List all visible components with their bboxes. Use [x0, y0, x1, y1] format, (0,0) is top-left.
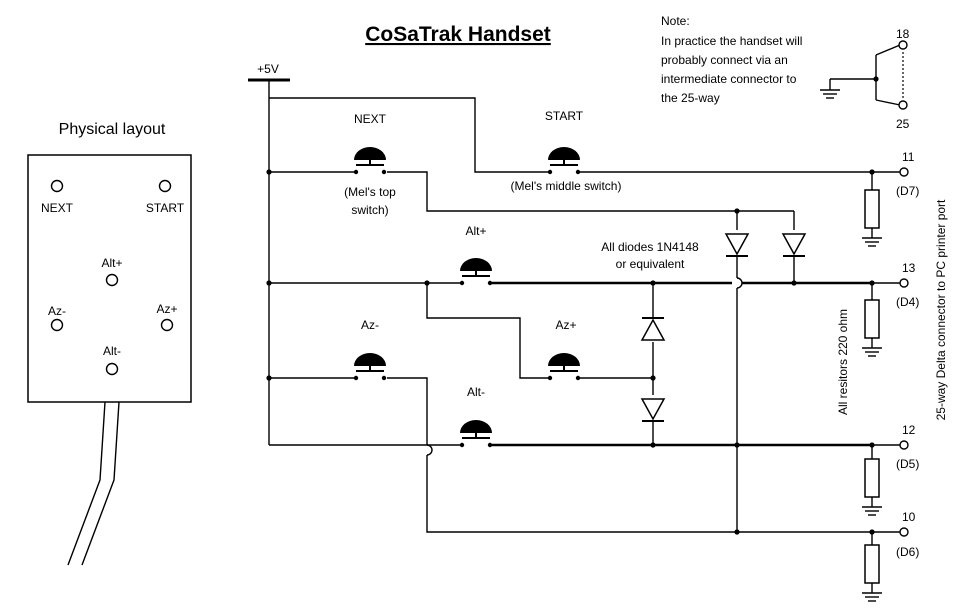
output-d6: 10 (D6)	[862, 510, 919, 602]
note-line: intermediate connector to	[661, 72, 797, 86]
switch-label-az-plus: Az+	[555, 318, 576, 332]
physical-layout: Physical layout NEXT START Alt+ Az- Az+ …	[27, 121, 192, 566]
pin-number: 12	[902, 423, 916, 437]
diode-next	[724, 233, 750, 257]
az-plus-button	[160, 318, 174, 332]
physical-layout-heading: Physical layout	[59, 121, 166, 138]
pin-number: 10	[902, 510, 916, 524]
signal-name: (D7)	[896, 184, 919, 198]
switch-alt-plus	[459, 258, 493, 286]
switch-az-plus	[547, 353, 581, 381]
switch-label-az-minus: Az-	[361, 318, 379, 332]
diagram-title: CoSaTrak Handset	[365, 23, 551, 46]
switch-note-next: (Mel's top	[344, 185, 396, 199]
alt-plus-button-label: Alt+	[101, 256, 122, 270]
pin-number: 13	[902, 261, 916, 275]
handset-cable	[81, 401, 120, 566]
switch-az-minus	[353, 353, 387, 381]
note-line: In practice the handset will	[661, 34, 802, 48]
alt-minus-button	[105, 362, 119, 376]
switch-label-start: START	[545, 109, 584, 123]
pin-number: 11	[902, 150, 915, 164]
diode-start	[781, 233, 807, 257]
switch-label-next: NEXT	[354, 112, 387, 126]
supply-rail: +5V	[248, 62, 290, 445]
supply-label: +5V	[257, 62, 279, 76]
output-d7: 11 (D7)	[862, 150, 919, 247]
note-block: Note: In practice the handset will proba…	[661, 14, 802, 105]
switch-start	[547, 147, 581, 175]
connector-label: 25-way Delta connector to PC printer por…	[934, 199, 948, 420]
resistors-note: All resitors 220 ohm	[836, 309, 850, 415]
output-d4: 13 (D4)	[862, 261, 919, 357]
switch-label-alt-plus: Alt+	[465, 224, 486, 238]
diodes-note: or equivalent	[616, 257, 685, 271]
note-line: probably connect via an	[661, 53, 788, 67]
handset-outline	[27, 154, 192, 403]
wiring	[269, 97, 875, 535]
switch-next	[353, 147, 387, 175]
az-plus-button-label: Az+	[156, 302, 177, 316]
handset-cable	[67, 401, 106, 566]
diodes-note: All diodes 1N4148	[601, 240, 699, 254]
intermediate-connector-sketch: 18 25	[820, 27, 910, 131]
switch-alt-minus	[459, 420, 493, 448]
note-line: the 25-way	[661, 91, 720, 105]
az-minus-button-label: Az-	[48, 304, 66, 318]
next-button-label: NEXT	[41, 201, 74, 215]
signal-name: (D5)	[896, 457, 919, 471]
pin-label-25: 25	[896, 117, 910, 131]
signal-name: (D6)	[896, 545, 919, 559]
note-line: Note:	[661, 14, 690, 28]
az-minus-button	[50, 318, 64, 332]
signal-name: (D4)	[896, 295, 919, 309]
output-d5: 12 (D5)	[862, 423, 919, 516]
alt-plus-button	[105, 273, 119, 287]
switch-note-next: switch)	[351, 203, 388, 217]
switch-note-start: (Mel's middle switch)	[511, 179, 622, 193]
start-button-label: START	[146, 201, 185, 215]
diode-upper	[640, 317, 666, 341]
next-button	[50, 179, 64, 193]
start-button	[158, 179, 172, 193]
alt-minus-button-label: Alt-	[103, 344, 121, 358]
switch-label-alt-minus: Alt-	[467, 385, 485, 399]
diode-lower	[640, 398, 666, 422]
pin-label-18: 18	[896, 27, 910, 41]
